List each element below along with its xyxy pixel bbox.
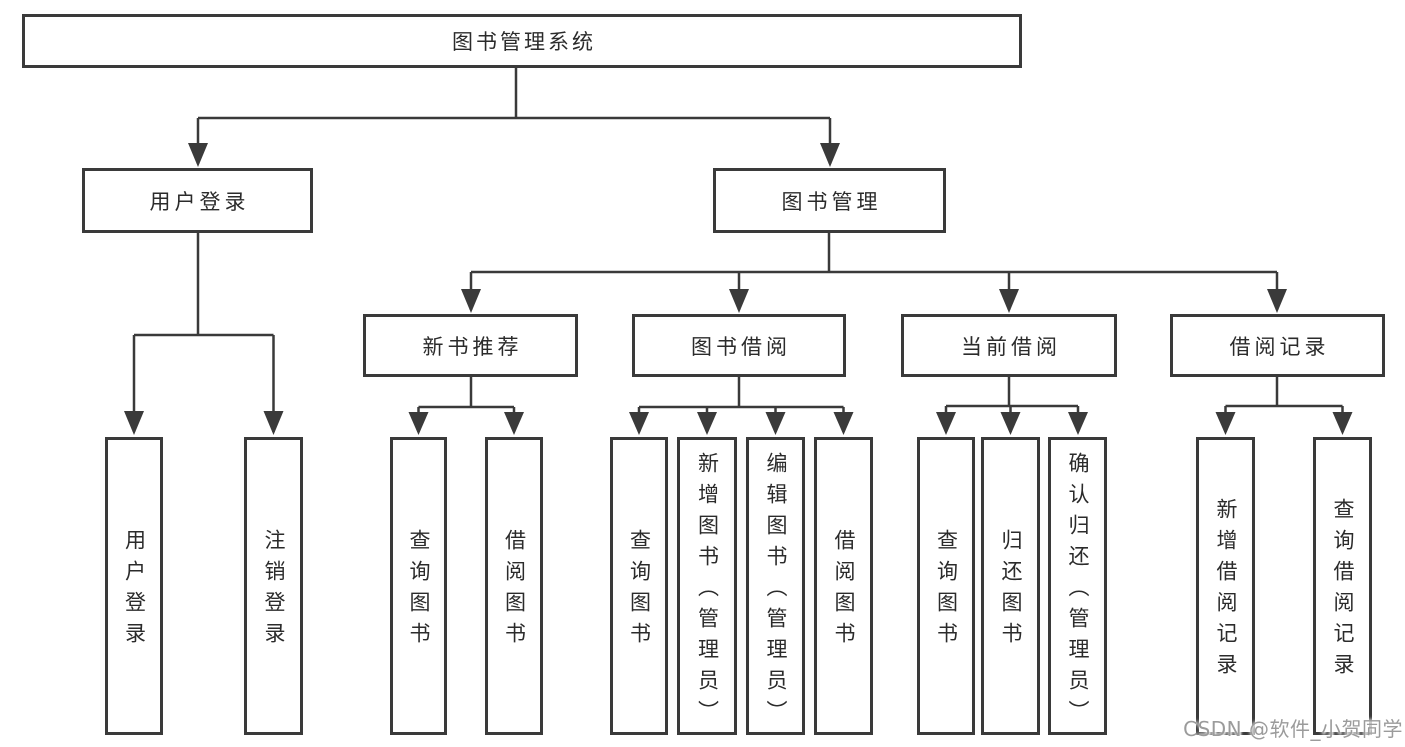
leaf-query-borrow-record: 查询借阅记录 [1313,437,1372,735]
node-root-label: 图书管理系统 [452,30,596,54]
leaf-user-login: 用户登录 [105,437,163,735]
edge-borrow-to-leaves [637,377,845,432]
leaf-add-books-admin: 新增图书（管理员） [677,437,737,735]
edge-root-to-level2 [196,68,832,164]
node-book-management-label: 图书管理 [781,189,882,214]
node-new-book-recommend: 新书推荐 [363,314,578,377]
node-borrow-records-label: 借阅记录 [1229,334,1330,359]
leaf-borrow-books-2: 借阅图书 [814,437,873,735]
node-user-login: 用户登录 [82,168,313,233]
leaf-add-borrow-record: 新增借阅记录 [1196,437,1255,735]
edge-newbook-to-leaves [417,377,516,432]
leaf-logout: 注销登录 [244,437,303,735]
leaf-edit-books-admin: 编辑图书（管理员） [746,437,805,735]
node-current-borrow: 当前借阅 [901,314,1117,377]
edge-records-to-leaves [1224,377,1344,432]
node-new-book-recommend-label: 新书推荐 [422,334,523,359]
leaf-borrow-books-1: 借阅图书 [485,437,543,735]
csdn-watermark: CSDN @软件_小贺同学 [1183,717,1403,741]
node-user-login-label: 用户登录 [149,189,250,214]
node-current-borrow-label: 当前借阅 [961,334,1061,359]
node-book-borrow: 图书借阅 [632,314,846,377]
node-book-management: 图书管理 [713,168,946,233]
node-borrow-records: 借阅记录 [1170,314,1385,377]
leaf-return-books: 归还图书 [981,437,1040,735]
node-root: 图书管理系统 [22,14,1022,68]
leaf-confirm-return-admin: 确认归还（管理员） [1048,437,1107,735]
edge-userlogin-to-leaves [132,233,275,432]
node-book-borrow-label: 图书借阅 [691,334,791,359]
leaf-query-books-1: 查询图书 [390,437,447,735]
leaf-query-books-3: 查询图书 [917,437,975,735]
edge-bookmgmt-to-level3 [469,233,1279,310]
leaf-query-books-2: 查询图书 [610,437,668,735]
